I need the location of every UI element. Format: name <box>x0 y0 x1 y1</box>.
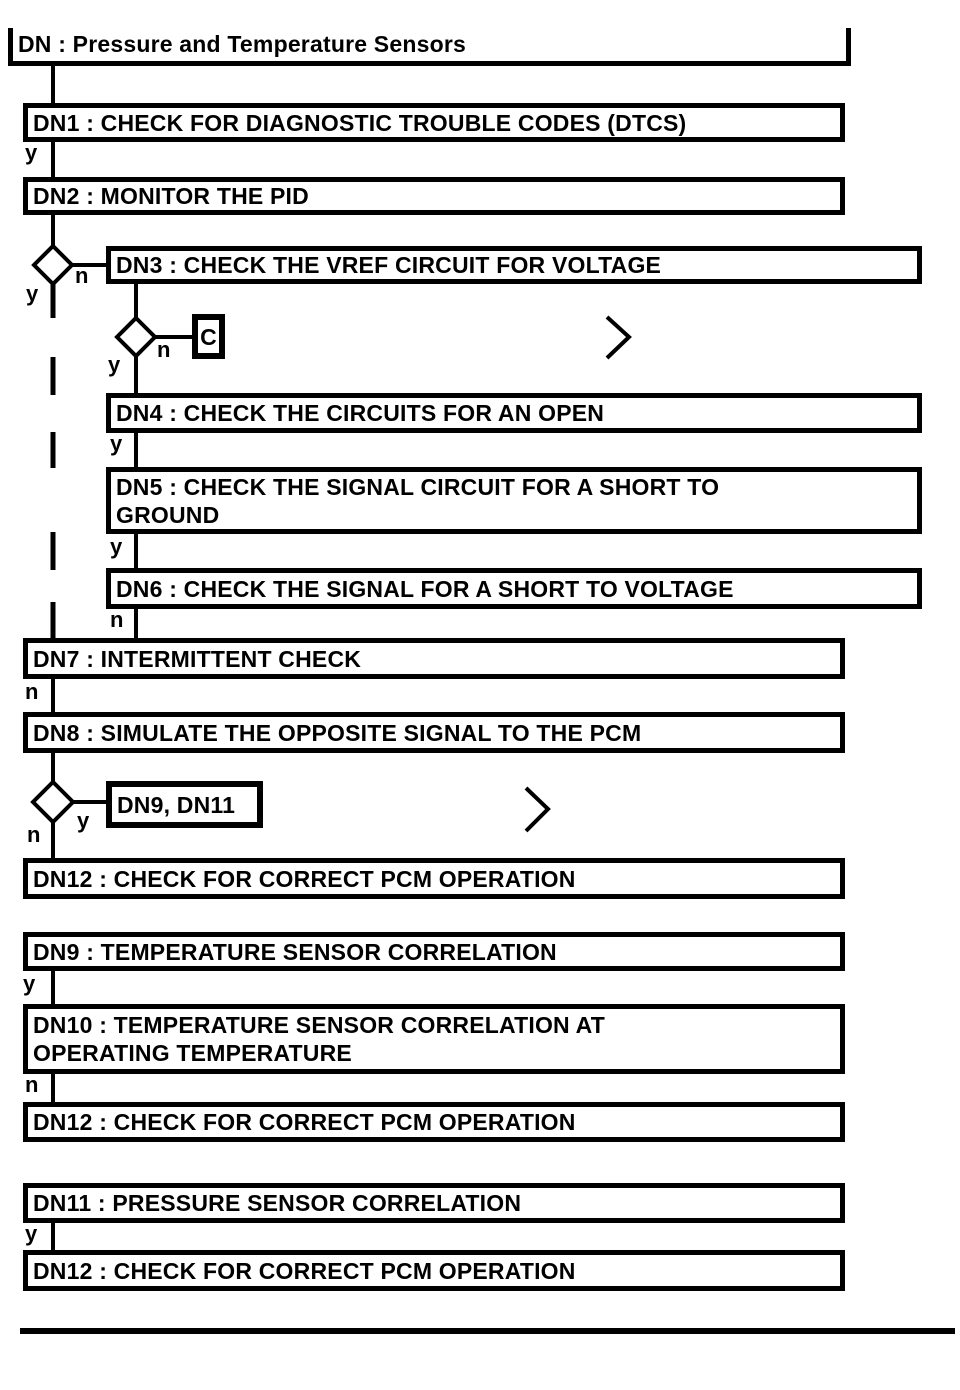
node-dn10: DN10 : TEMPERATURE SENSOR CORRELATION AT… <box>23 1004 845 1074</box>
node-dn12-first-label: DN12 : CHECK FOR CORRECT PCM OPERATION <box>33 865 576 892</box>
node-dn1-label: DN1 : CHECK FOR DIAGNOSTIC TROUBLE CODES… <box>33 109 687 136</box>
offpage-chevron-icon-1 <box>605 315 632 360</box>
branch-label-no: n <box>75 263 89 288</box>
node-dn11-label: DN11 : PRESSURE SENSOR CORRELATION <box>33 1190 522 1216</box>
offpage-connector-c-label: C <box>200 323 217 350</box>
branch-label-no: n <box>157 337 171 362</box>
solid-connector-lines <box>51 64 194 1254</box>
diagram-title-box: DN : Pressure and Temperature Sensors <box>8 28 851 66</box>
decision-diamond-3 <box>30 779 76 825</box>
branch-label-yes: y <box>25 1221 38 1246</box>
node-dn12-first: DN12 : CHECK FOR CORRECT PCM OPERATION <box>23 858 845 899</box>
node-dn4-label: DN4 : CHECK THE CIRCUITS FOR AN OPEN <box>116 400 605 426</box>
branch-label-yes: y <box>25 140 38 165</box>
node-dn7: DN7 : INTERMITTENT CHECK <box>23 638 845 679</box>
offpage-chevron-icon-2 <box>524 786 551 833</box>
reference-box-dn9-dn11-label: DN9, DN11 <box>117 791 236 818</box>
branch-label-no: n <box>25 1072 39 1097</box>
branch-label-no: n <box>110 607 124 632</box>
reference-box-dn9-dn11: DN9, DN11 <box>106 781 263 828</box>
node-dn9-label: DN9 : TEMPERATURE SENSOR CORRELATION <box>33 938 557 965</box>
node-dn8: DN8 : SIMULATE THE OPPOSITE SIGNAL TO TH… <box>23 712 845 753</box>
node-dn6-label: DN6 : CHECK THE SIGNAL FOR A SHORT TO VO… <box>116 575 734 602</box>
node-dn2: DN2 : MONITOR THE PID <box>23 177 845 215</box>
node-dn2-label: DN2 : MONITOR THE PID <box>33 183 309 209</box>
branch-label-yes: y <box>23 971 36 996</box>
node-dn1: DN1 : CHECK FOR DIAGNOSTIC TROUBLE CODES… <box>23 103 845 142</box>
node-dn12-third: DN12 : CHECK FOR CORRECT PCM OPERATION <box>23 1250 845 1291</box>
decision-diamond-2 <box>114 315 158 359</box>
node-dn5-label: DN5 : CHECK THE SIGNAL CIRCUIT FOR A SHO… <box>116 473 720 528</box>
branch-label-yes: y <box>110 534 123 559</box>
branch-label-yes: y <box>110 431 123 456</box>
branch-label-no: n <box>27 822 41 847</box>
node-dn4: DN4 : CHECK THE CIRCUITS FOR AN OPEN <box>106 393 922 433</box>
node-dn11: DN11 : PRESSURE SENSOR CORRELATION <box>23 1183 845 1223</box>
node-dn9: DN9 : TEMPERATURE SENSOR CORRELATION <box>23 932 845 971</box>
node-dn10-label: DN10 : TEMPERATURE SENSOR CORRELATION AT… <box>33 1012 605 1066</box>
decision-diamond-1 <box>31 243 75 287</box>
branch-label-yes: y <box>77 808 90 833</box>
node-dn7-label: DN7 : INTERMITTENT CHECK <box>33 645 362 672</box>
diagram-title: DN : Pressure and Temperature Sensors <box>18 31 466 57</box>
node-dn8-label: DN8 : SIMULATE THE OPPOSITE SIGNAL TO TH… <box>33 719 642 746</box>
node-dn5: DN5 : CHECK THE SIGNAL CIRCUIT FOR A SHO… <box>106 467 922 534</box>
node-dn12-second: DN12 : CHECK FOR CORRECT PCM OPERATION <box>23 1102 845 1142</box>
branch-label-no: n <box>25 679 39 704</box>
node-dn12-second-label: DN12 : CHECK FOR CORRECT PCM OPERATION <box>33 1109 576 1135</box>
branch-label-yes: y <box>26 281 39 306</box>
node-dn3-label: DN3 : CHECK THE VREF CIRCUIT FOR VOLTAGE <box>116 252 662 278</box>
footer-rule <box>20 1328 955 1334</box>
node-dn6: DN6 : CHECK THE SIGNAL FOR A SHORT TO VO… <box>106 568 922 609</box>
offpage-connector-c: C <box>192 314 225 359</box>
node-dn12-third-label: DN12 : CHECK FOR CORRECT PCM OPERATION <box>33 1257 576 1284</box>
branch-label-yes: y <box>108 352 121 377</box>
node-dn3: DN3 : CHECK THE VREF CIRCUIT FOR VOLTAGE <box>106 246 922 284</box>
